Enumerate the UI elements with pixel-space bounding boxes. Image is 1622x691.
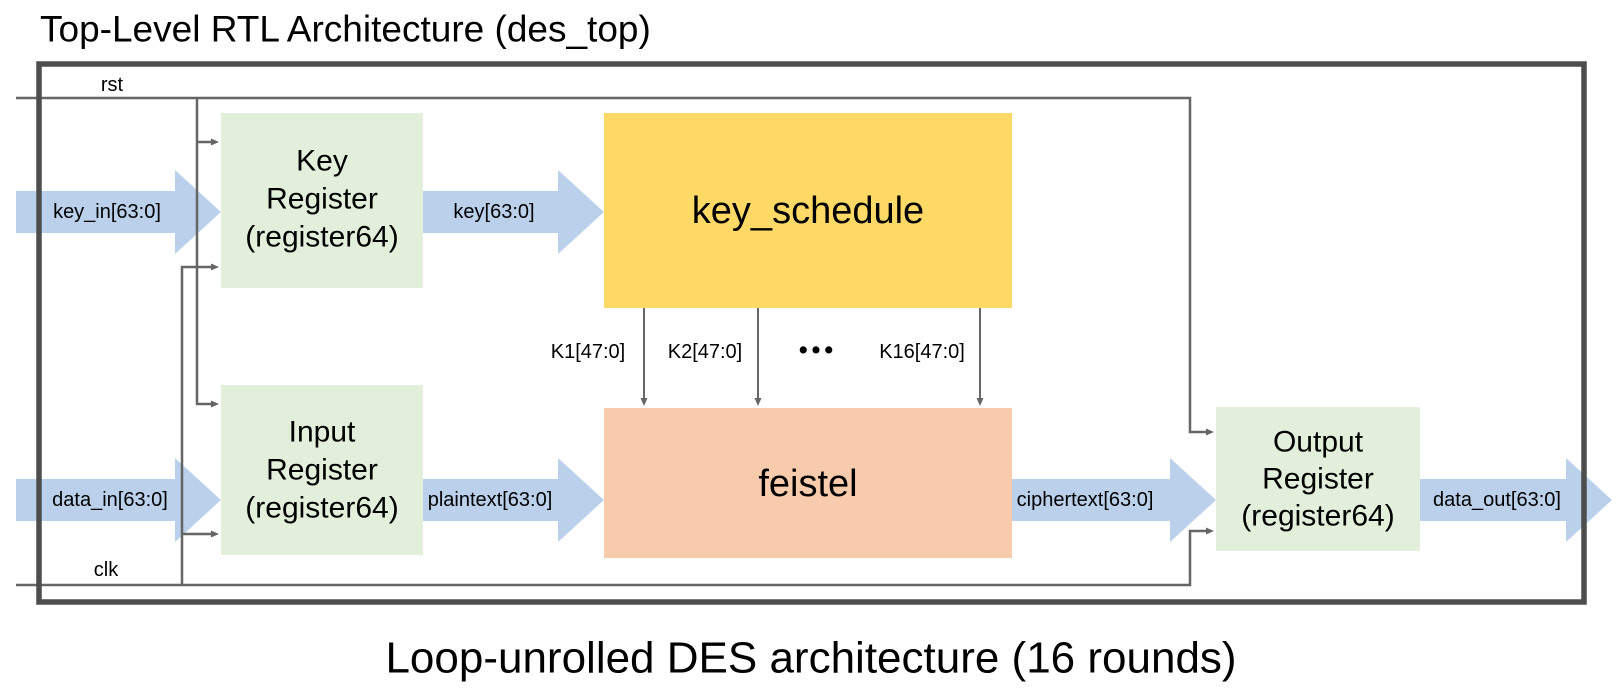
key-bus-label: key[63:0] bbox=[453, 201, 534, 223]
diagram-title: Top-Level RTL Architecture (des_top) bbox=[40, 9, 651, 50]
key-schedule-label: key_schedule bbox=[692, 190, 924, 232]
plaintext-bus-label: plaintext[63:0] bbox=[428, 489, 553, 511]
labels: Top-Level RTL Architecture (des_top) Loo… bbox=[40, 9, 1561, 683]
clk-label: clk bbox=[94, 559, 119, 581]
bus-arrows bbox=[16, 170, 1612, 542]
clk-rail bbox=[16, 527, 1214, 587]
round-keys-ellipsis: ••• bbox=[799, 336, 837, 364]
blocks bbox=[221, 113, 1420, 558]
key-schedule-block bbox=[604, 113, 1012, 308]
input-register-line1: Input bbox=[289, 416, 356, 449]
round-key-arrows bbox=[640, 308, 984, 406]
wires bbox=[16, 96, 1214, 587]
output-register-block bbox=[1216, 407, 1420, 551]
bus-arrow-key-in bbox=[16, 170, 221, 254]
key-in-bus-label: key_in[63:0] bbox=[53, 201, 161, 223]
input-register-line3: (register64) bbox=[245, 492, 398, 525]
rst-label: rst bbox=[101, 74, 124, 96]
data-in-bus-label: data_in[63:0] bbox=[52, 489, 168, 511]
bus-arrow-data-out bbox=[1420, 458, 1612, 542]
ciphertext-bus-label: ciphertext[63:0] bbox=[1017, 489, 1154, 511]
bus-arrow-ciphertext bbox=[1012, 458, 1216, 542]
key-register-block bbox=[221, 113, 423, 288]
feistel-label: feistel bbox=[758, 463, 857, 505]
k16-label: K16[47:0] bbox=[879, 341, 965, 363]
key-register-line2: Register bbox=[266, 183, 378, 216]
input-register-line2: Register bbox=[266, 454, 378, 487]
des-top-boundary bbox=[36, 61, 1587, 605]
key-register-line1: Key bbox=[296, 145, 348, 178]
output-register-line2: Register bbox=[1262, 463, 1374, 496]
input-register-block bbox=[221, 385, 423, 555]
k2-label: K2[47:0] bbox=[668, 341, 743, 363]
feistel-block bbox=[604, 408, 1012, 558]
output-register-line1: Output bbox=[1273, 426, 1364, 459]
rst-left-trunk bbox=[195, 98, 219, 408]
k1-label: K1[47:0] bbox=[551, 341, 626, 363]
diagram-caption: Loop-unrolled DES architecture (16 round… bbox=[385, 634, 1236, 683]
bus-arrow-data-in bbox=[16, 458, 221, 542]
data-out-bus-label: data_out[63:0] bbox=[1433, 489, 1561, 511]
output-register-line3: (register64) bbox=[1241, 500, 1394, 533]
rst-rail bbox=[16, 96, 1214, 436]
bus-arrow-plaintext bbox=[423, 458, 604, 542]
clk-left-trunk bbox=[180, 263, 219, 585]
key-register-line3: (register64) bbox=[245, 221, 398, 254]
bus-arrow-key bbox=[423, 170, 604, 254]
